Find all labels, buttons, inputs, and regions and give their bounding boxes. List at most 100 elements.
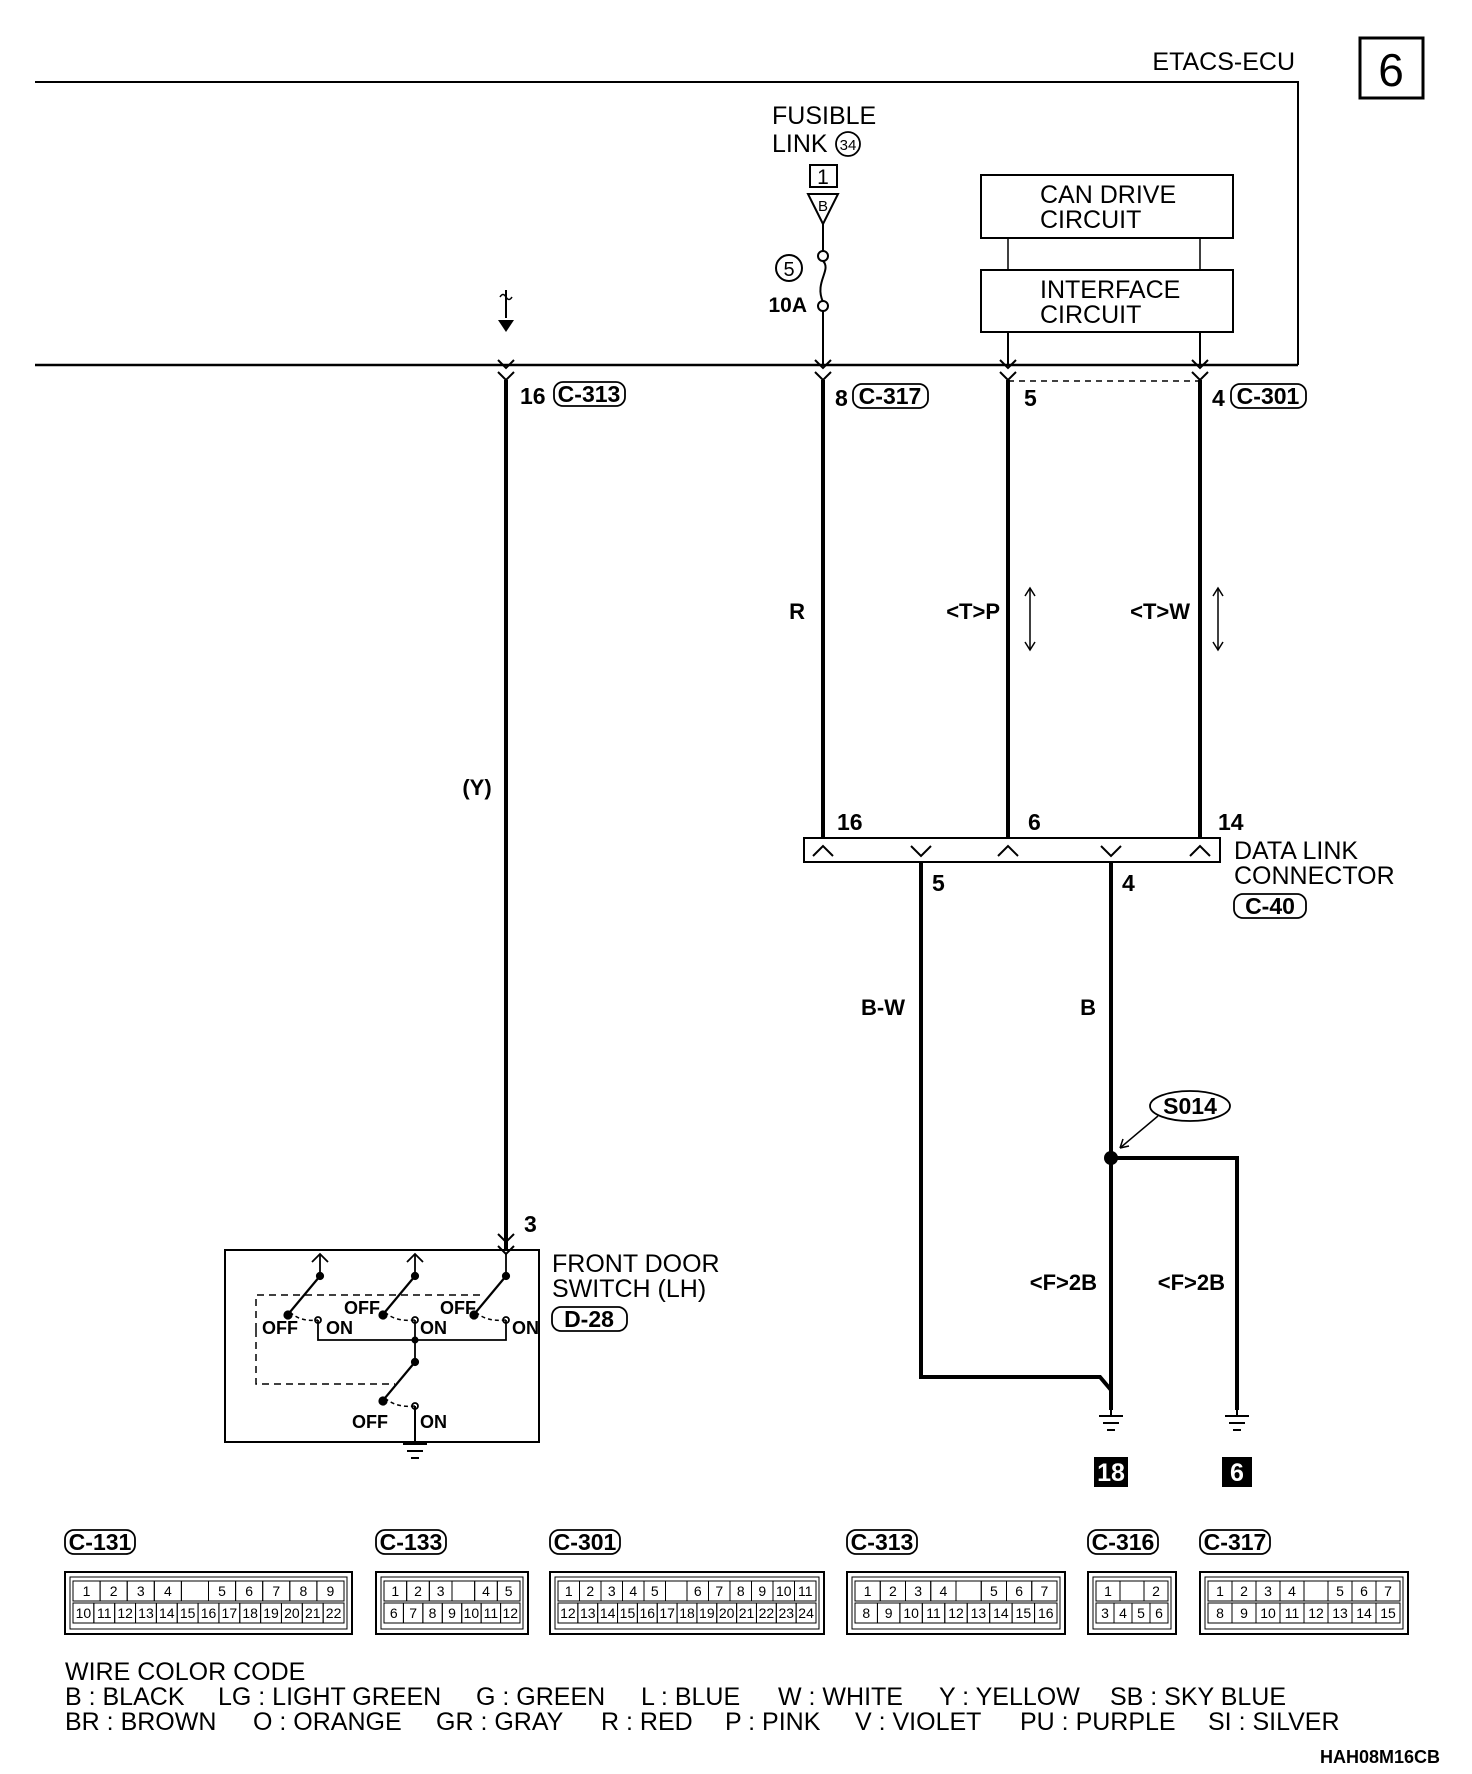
connector-pin-number: 1 xyxy=(1216,1583,1224,1599)
switch-travel xyxy=(289,1311,507,1408)
connector-pin-number: 17 xyxy=(222,1605,238,1621)
connector-pin-number: 6 xyxy=(1155,1605,1163,1621)
front-door-switch-box xyxy=(224,1249,540,1443)
connector-pin-number: 2 xyxy=(1152,1583,1160,1599)
connector-pin-number: 9 xyxy=(885,1605,893,1621)
connector-pin-number: 3 xyxy=(608,1583,616,1599)
connector-pin-number: 16 xyxy=(201,1605,217,1621)
ecu-pin-4: 4 xyxy=(1212,385,1225,411)
dlc-pin-4-icon xyxy=(1100,845,1122,858)
page-number-box xyxy=(1358,36,1425,100)
interface-circuit-box xyxy=(980,269,1234,333)
connector-cell xyxy=(1375,1580,1401,1602)
connector-pin-number: 5 xyxy=(990,1583,998,1599)
switch-state-off-3: OFF xyxy=(440,1298,476,1318)
dlc-label-1: DATA LINK xyxy=(1234,837,1358,865)
connector-pin-number: 16 xyxy=(640,1605,656,1621)
connector-body xyxy=(1199,1571,1409,1635)
connector-tag-label: C-313 xyxy=(851,1529,914,1555)
wire-color-code-entry: P : PINK xyxy=(725,1708,821,1736)
connector-cell xyxy=(1034,1602,1058,1624)
connector-pin-number: 6 xyxy=(1360,1583,1368,1599)
wire-color-y: (Y) xyxy=(462,775,491,800)
connector-pin-number: 7 xyxy=(272,1583,280,1599)
connector-pin-number: 3 xyxy=(1264,1583,1272,1599)
connector-pin-number: 10 xyxy=(1260,1605,1276,1621)
switch-pin-3: 3 xyxy=(524,1211,537,1237)
wire-color-code-entry: GR : GRAY xyxy=(436,1708,564,1736)
connector-cell xyxy=(180,1580,209,1602)
connector-pin-number: 9 xyxy=(448,1605,456,1621)
connector-pin-number: 2 xyxy=(586,1583,594,1599)
fusible-link-number: 34 xyxy=(840,137,857,154)
connector-pin-number: 8 xyxy=(862,1605,870,1621)
connector-pin-number: 5 xyxy=(218,1583,226,1599)
pin-arrow-icon xyxy=(497,371,515,382)
connector-pin-number: 14 xyxy=(993,1605,1009,1621)
connector-cell xyxy=(500,1602,521,1624)
wire-b-w xyxy=(919,862,1113,1392)
connector-pin-number: 15 xyxy=(1016,1605,1032,1621)
switch-state-off-1: OFF xyxy=(262,1318,298,1338)
connector-pin-number: 13 xyxy=(971,1605,987,1621)
dlc-pin-6-icon xyxy=(997,844,1019,857)
connector-inner xyxy=(380,1576,524,1630)
connector-pin-number: 8 xyxy=(299,1583,307,1599)
connector-pin-number: 10 xyxy=(776,1583,792,1599)
wire-color-code-entry: B : BLACK xyxy=(65,1683,185,1711)
connector-pin-number: 2 xyxy=(110,1583,118,1599)
pin-arrow-icon xyxy=(999,371,1017,382)
ecu-pin-8: 8 xyxy=(835,385,848,411)
connector-body xyxy=(846,1571,1066,1635)
connector-pin-number: 12 xyxy=(502,1605,518,1621)
connector-pin-number: 11 xyxy=(484,1605,499,1621)
fusible-link-triangle xyxy=(806,193,840,227)
connector-pin-number: 4 xyxy=(482,1583,490,1599)
fusible-link-number-circle xyxy=(835,131,861,157)
connector-pin-number: 21 xyxy=(305,1605,321,1621)
connector-pin-number: 1 xyxy=(1104,1583,1112,1599)
pin-arrow-icon xyxy=(1191,371,1209,382)
interface-circuit-line2: CIRCUIT xyxy=(1040,301,1141,329)
connector-tag xyxy=(1087,1529,1159,1555)
wire-color-code-entry: R : RED xyxy=(601,1708,693,1736)
wire-color-code-entry: V : VIOLET xyxy=(855,1708,981,1736)
connector-tag-c301 xyxy=(1230,383,1307,409)
connector-inner xyxy=(851,1576,1061,1630)
switch-junction xyxy=(411,1336,419,1344)
connector-pin-number: 3 xyxy=(137,1583,145,1599)
connector-cell xyxy=(1031,1580,1058,1602)
wire-color-code-entry: G : GREEN xyxy=(476,1683,605,1711)
splice-point xyxy=(1104,1151,1118,1165)
connector-pin-number: 4 xyxy=(164,1583,172,1599)
double-arrow-icon xyxy=(1212,586,1224,652)
switch-state-on-1: ON xyxy=(326,1318,353,1338)
interface-circuit-line1: INTERFACE xyxy=(1040,276,1180,304)
connector-pin-number: 17 xyxy=(659,1605,675,1621)
fuse-rating: 10A xyxy=(768,294,807,317)
connector-cell xyxy=(1119,1580,1145,1602)
wire-color-b-w: B-W xyxy=(861,995,905,1020)
connector-pin-number: 11 xyxy=(1285,1605,1300,1621)
wire-color-2b-right: <F>2B xyxy=(1158,1270,1225,1295)
wire-color-code-entry: W : WHITE xyxy=(778,1683,903,1711)
wire-color-code-entry: O : ORANGE xyxy=(253,1708,402,1736)
connector-pin-number: 1 xyxy=(565,1583,573,1599)
dlc-pin-16: 16 xyxy=(837,809,863,835)
connector-pin-number: 3 xyxy=(1101,1605,1109,1621)
connector-pin-number: 13 xyxy=(138,1605,154,1621)
mechanical-link xyxy=(255,1294,480,1385)
connector-cell xyxy=(1149,1602,1169,1624)
connector-cell xyxy=(665,1580,688,1602)
pin-arrow-icon xyxy=(814,359,832,370)
pin-arrow-icon xyxy=(497,359,515,370)
wire-color-2b-left: <F>2B xyxy=(1030,1270,1097,1295)
ground-point-18: 18 xyxy=(1097,1459,1125,1487)
connector-tag-c313 xyxy=(553,381,626,407)
